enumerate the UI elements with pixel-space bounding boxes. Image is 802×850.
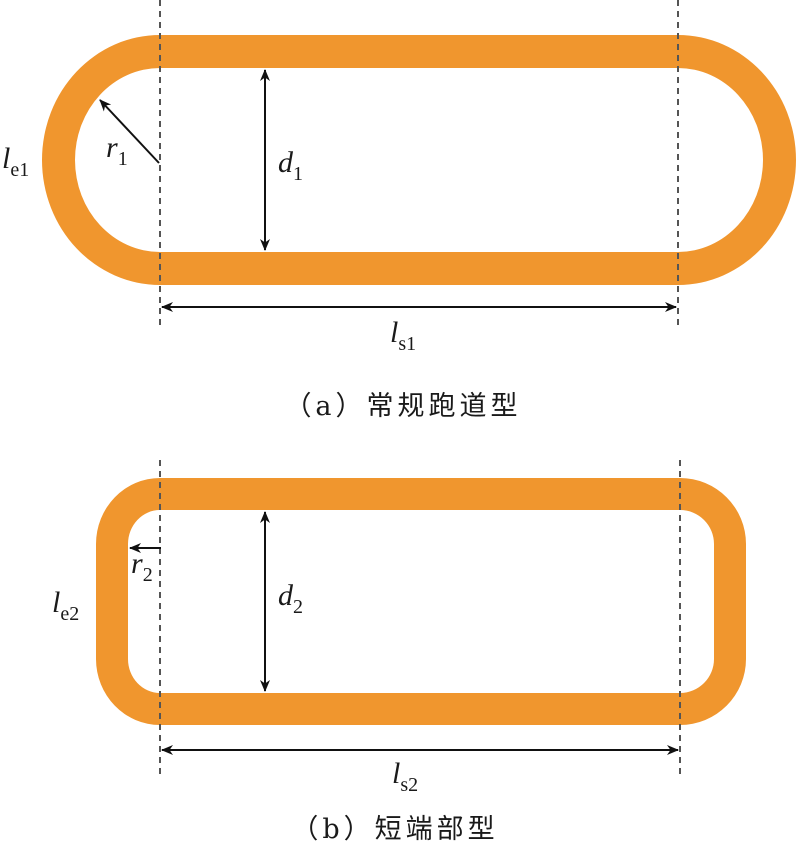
caption-b: （b）短端部型	[291, 814, 498, 845]
label-d2: d2	[278, 579, 303, 618]
label-ls2: ls2	[392, 757, 418, 796]
coil-short-end-shape	[96, 478, 746, 725]
label-r1: r1	[106, 131, 128, 170]
panel-a-racetrack: le1 r1 d1 ls1 （a）常规跑道型	[2, 0, 796, 422]
panel-b-short-end: le2 r2 d2 ls2 （b）短端部型	[52, 460, 746, 845]
label-d1: d1	[278, 146, 303, 185]
coil-racetrack-shape	[42, 35, 796, 285]
label-le2: le2	[52, 586, 79, 625]
label-ls1: ls1	[390, 316, 416, 355]
label-r2: r2	[131, 547, 153, 586]
caption-a: （a）常规跑道型	[284, 391, 521, 422]
radius-arrow-a	[99, 99, 160, 164]
label-le1: le1	[2, 142, 29, 181]
